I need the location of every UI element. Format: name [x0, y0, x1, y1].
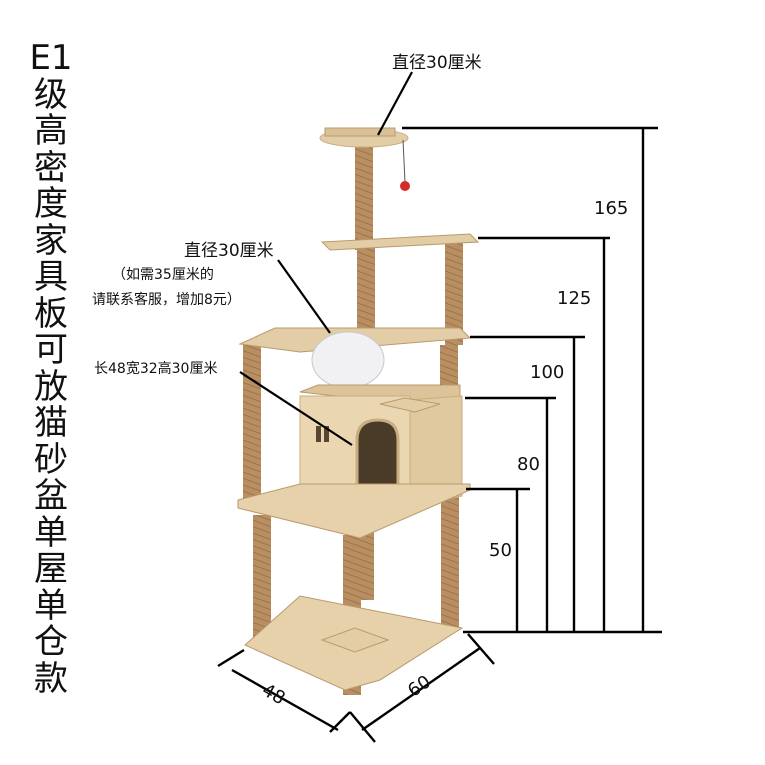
upper-platform: [320, 233, 480, 251]
post-mid-center: [357, 245, 375, 340]
house-window-1: [316, 426, 321, 442]
house-step: [379, 397, 441, 413]
top-perch-rail: [324, 127, 396, 137]
leader-bowl: [277, 259, 331, 334]
post-top: [355, 140, 373, 250]
height-50: 50: [489, 540, 512, 561]
house-size-label: 长48宽32高30厘米: [94, 361, 218, 377]
leader-house: [239, 371, 353, 446]
bowl-note-line-2: 请联系客服，增加8元）: [92, 292, 241, 308]
base-step: [320, 627, 390, 653]
toy-string: [402, 139, 406, 183]
clear-bowl: [311, 331, 385, 389]
height-125: 125: [557, 288, 592, 309]
bowl-diameter-label: 直径30厘米: [184, 241, 274, 261]
product-title: E1级高密度家具板可放猫砂盆单屋单仓款: [29, 38, 73, 699]
base-dimension-lines: [217, 633, 495, 743]
height-165: 165: [594, 198, 629, 219]
middle-deck: [237, 483, 471, 539]
post-back-lower: [358, 520, 374, 600]
post-left-lower: [253, 515, 271, 645]
dim-60-tick-b: [467, 633, 495, 665]
height-80: 80: [517, 454, 540, 475]
post-right-lower: [441, 495, 459, 630]
bowl-note-line-1: （如需35厘米的: [112, 267, 214, 283]
house-window-2: [324, 426, 329, 442]
post-mid-right: [445, 240, 463, 345]
dim-60-tick-a: [349, 711, 376, 743]
height-dimension-lines: [402, 126, 662, 634]
toy-ball: [400, 181, 410, 191]
dim-48-tick-a: [217, 648, 245, 668]
house-side: [409, 395, 463, 509]
height-100: 100: [530, 362, 565, 383]
leader-top: [377, 71, 413, 136]
dim-60-line: [361, 647, 481, 731]
post-left-upper: [243, 345, 261, 505]
house-door: [355, 418, 400, 502]
dim-48-line: [231, 668, 339, 732]
top-diameter-label: 直径30厘米: [392, 53, 482, 73]
dim-48-tick-b: [329, 711, 351, 733]
